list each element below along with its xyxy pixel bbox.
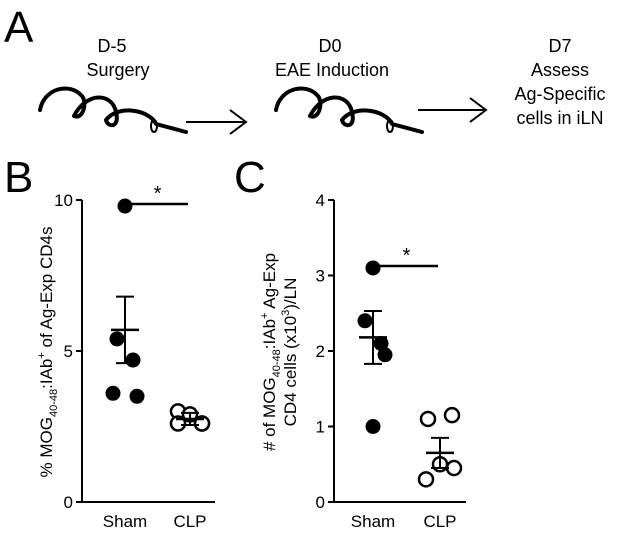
- step-2-day: D0: [318, 36, 341, 56]
- panel-c-x-tick-label: Sham: [351, 512, 395, 531]
- panel-c-y-tick-label: 3: [316, 267, 325, 286]
- panel-c-ylabel1-mid: :IAb: [260, 319, 279, 349]
- panel-b-point-sham: [117, 198, 133, 214]
- panel-c-point-sham: [357, 313, 373, 329]
- step-3-line-1: Assess: [531, 60, 589, 80]
- panel-c-y-tick-label: 2: [316, 342, 325, 361]
- panel-b-y-tick-label: 0: [64, 493, 73, 512]
- panel-b-label: B: [4, 153, 33, 202]
- panel-a-label: A: [4, 3, 34, 52]
- panel-c-x-tick-label: CLP: [423, 512, 456, 531]
- step-3-day: D7: [548, 36, 571, 56]
- panel-c-label: C: [234, 153, 266, 202]
- panel-b-point-sham: [109, 331, 125, 347]
- panel-c-ylabel1-pre: # of MOG: [260, 377, 279, 451]
- panel-b-x-tick-label: Sham: [103, 512, 147, 531]
- panel-c-point-sham: [377, 347, 393, 363]
- panel-c-y-tick-label: 1: [316, 418, 325, 437]
- step-1-event: Surgery: [86, 60, 149, 80]
- panel-c-point-clp: [419, 410, 437, 428]
- panel-c-y-axis-label-line-1: # of MOG40-48:IAb+ Ag-Exp: [259, 253, 283, 451]
- arrow-icon-2: [418, 97, 488, 123]
- panel-b-ylabel-post: of Ag-Exp CD4s: [37, 227, 56, 353]
- panel-c-ylabel1-sub: 40-48: [271, 349, 283, 377]
- panel-b-chart: B % MOG40-48:IAb+ of Ag-Exp CD4s 0 5 10Sha…: [4, 153, 215, 531]
- panel-c-y-tick-label: 0: [316, 493, 325, 512]
- panel-c-chart: C # of MOG40-48:IAb+ Ag-Exp CD4 cells (x…: [234, 153, 466, 531]
- panel-c-ylabel1-post: Ag-Exp: [260, 253, 279, 313]
- step-1-day: D-5: [97, 36, 126, 56]
- panel-b-y-tick-label: 10: [54, 191, 73, 210]
- panel-b-ylabel-mid: :IAb: [37, 359, 56, 389]
- panel-b-x-tick-label: CLP: [173, 512, 206, 531]
- panel-b-point-sham: [105, 385, 121, 401]
- panel-b-ylabel-sup: +: [36, 352, 48, 358]
- panel-c-ylabel2-pre: CD4 cells (x10: [281, 316, 300, 427]
- panel-b-significance-label: *: [154, 183, 162, 205]
- step-2-event: EAE Induction: [275, 60, 389, 80]
- panel-c-y-tick-label: 4: [316, 191, 325, 210]
- panel-b-ylabel-sub: 40-48: [48, 389, 60, 417]
- panel-c-significance-label: *: [403, 245, 411, 267]
- panel-b-point-sham: [129, 388, 145, 404]
- panel-c-ylabel1-sup: +: [259, 313, 271, 319]
- mouse-icon-2: [274, 86, 424, 134]
- panel-c-point-clp: [417, 471, 435, 488]
- panel-c-point-sham: [365, 419, 381, 434]
- panel-c-ylabel2-sup: 3: [280, 310, 292, 316]
- panel-b-y-tick-label: 5: [64, 342, 73, 361]
- panel-b-point-sham: [125, 352, 141, 368]
- panel-b-y-axis-label: % MOG40-48:IAb+ of Ag-Exp CD4s: [36, 227, 60, 478]
- mouse-icon-1: [38, 86, 188, 134]
- panel-c-point-clp: [443, 406, 461, 424]
- panel-c-point-sham: [365, 260, 381, 276]
- panel-c-ylabel2-post: )/LN: [281, 278, 300, 310]
- panel-b-ylabel-pre: % MOG: [37, 417, 56, 477]
- step-3-line-3: cells in iLN: [516, 108, 603, 128]
- panel-c-point-clp: [445, 459, 463, 477]
- panel-a-timeline: A D-5 Surgery D0 EAE Induction D7 Assess…: [4, 3, 606, 135]
- step-3-line-2: Ag-Specific: [514, 84, 605, 104]
- arrow-icon-1: [186, 109, 248, 135]
- panel-c-y-axis-label-line-2: CD4 cells (x103)/LN: [280, 278, 300, 427]
